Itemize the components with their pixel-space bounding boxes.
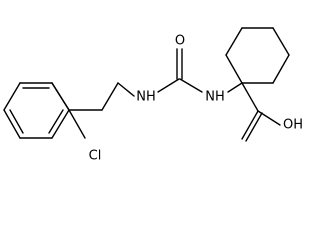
bond	[225, 54, 243, 84]
benzene-ring	[3, 82, 70, 139]
atom-label-nh-left: NH	[136, 90, 156, 105]
bond	[3, 109, 21, 139]
atom-label-chlorine: Cl	[89, 149, 102, 164]
bond-ch2-ring-top	[51, 82, 70, 111]
bond	[272, 27, 290, 56]
bond-ch2-up	[101, 82, 119, 111]
bond-cooh-double-2	[245, 112, 263, 142]
atom-label-carbonyl-o: O	[175, 34, 185, 49]
bond-cq-cooh	[241, 82, 259, 112]
bond-carbonyl-nh	[179, 78, 203, 93]
bond-cooh-double-1	[241, 110, 259, 140]
bond-nh-cq	[227, 82, 243, 93]
bond	[225, 27, 243, 56]
bond	[3, 82, 21, 111]
double-bond-inner	[9, 109, 24, 134]
structure-diagram: O NH NH Cl OH	[3, 27, 303, 164]
double-bond-inner	[48, 109, 64, 134]
bond	[272, 54, 290, 84]
bond-cooh-oh	[257, 110, 281, 126]
bond-nh-carbonyl	[157, 78, 180, 93]
cyclohexane-ring	[225, 27, 290, 84]
atom-label-nh-right: NH	[205, 90, 225, 105]
bond-ch2-nh	[117, 82, 135, 97]
bond-c-cl	[68, 109, 86, 139]
atom-label-hydroxyl: OH	[283, 118, 303, 133]
bond	[51, 109, 70, 139]
